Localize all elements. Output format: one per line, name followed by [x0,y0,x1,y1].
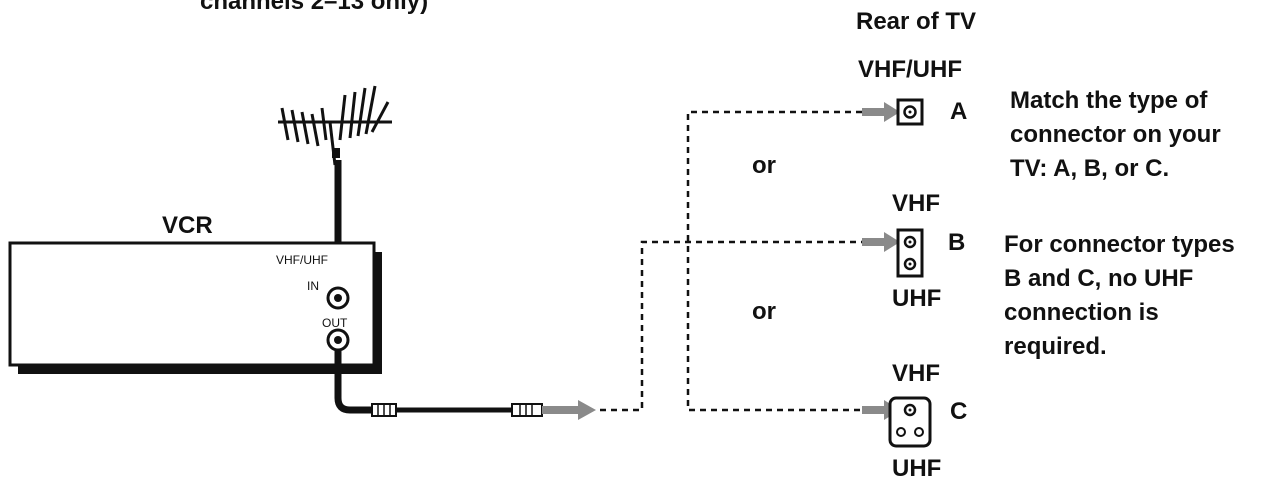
cut-caption: channels 2–13 only) [200,0,429,15]
connector-types-note: For connector types B and C, no UHF conn… [1004,228,1235,364]
note-line: required. [1004,333,1107,360]
note-line: connection is [1004,299,1159,326]
connector-b-bottom-label: UHF [892,285,942,312]
connector-a-letter: A [950,98,968,125]
connector-b-top-label: VHF [892,190,940,217]
antenna-icon [278,85,392,166]
connector-c-top-label: VHF [892,360,940,387]
dashed-routing [600,110,862,412]
note-line: connector on your [1010,121,1221,148]
match-type-note: Match the type of connector on your TV: … [1010,84,1221,186]
vcr-out-jack[interactable] [326,328,350,352]
connector-c-icon[interactable] [888,396,932,448]
note-line: B and C, no UHF [1004,265,1194,292]
note-line: TV: A, B, or C. [1010,155,1170,182]
connector-c-letter: C [950,398,968,425]
arrow-to-tv-icon [542,400,596,420]
rear-of-tv-label: Rear of TV [856,8,977,35]
note-line: For connector types [1004,231,1235,258]
connector-b-letter: B [948,229,966,256]
connector-c-bottom-label: UHF [892,455,942,482]
connector-b-icon[interactable] [896,228,924,278]
antenna-clamp [332,148,340,158]
vcr-title: VCR [162,212,213,239]
vcr-jack-label: VHF/UHF [276,253,328,267]
vcr-out-label: OUT [322,316,348,330]
note-line: Match the type of [1010,87,1208,114]
vcr-in-jack[interactable] [326,286,350,310]
output-cable [334,350,372,414]
or-label-2: or [752,298,776,325]
or-label-1: or [752,152,776,179]
connector-a-icon[interactable] [896,98,924,126]
vcr-in-label: IN [307,279,319,293]
vcr-box [8,241,382,374]
connector-a-top-label: VHF/UHF [858,56,962,83]
cable-connector-left [371,403,397,417]
cable-connector-right [511,403,543,417]
